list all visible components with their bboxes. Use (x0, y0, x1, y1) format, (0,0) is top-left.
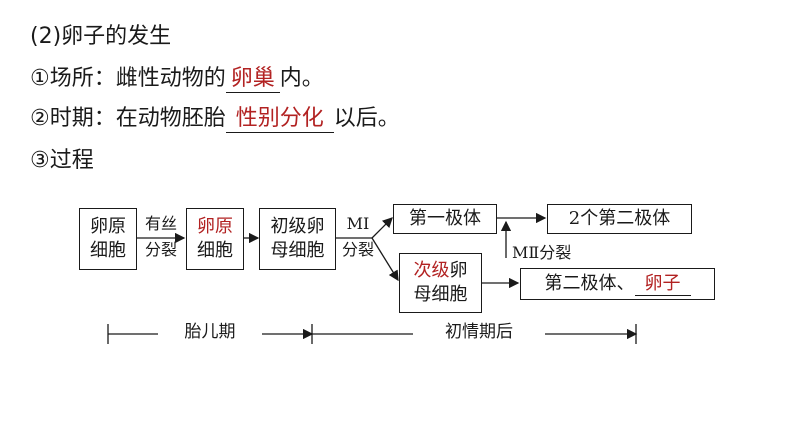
meiosis1-label: MⅠ 分裂 (338, 214, 378, 260)
second-polar-bodies-box: 2个第二极体 (547, 204, 692, 234)
timeline-fetal-label: 胎儿期 (184, 322, 236, 342)
period-prefix: ②时期：在动物胚胎 (30, 106, 226, 131)
ovum-result-answer: 卵子 (634, 273, 691, 296)
arrow-to-secondary (371, 237, 399, 282)
ovum-result-prefix: 第二极体、 (544, 273, 635, 294)
meiosis1-label-1: MⅠ (346, 214, 370, 233)
timeline-after-label: 初情期后 (445, 322, 513, 342)
period-line: ②时期：在动物胚胎性别分化以后。 (30, 104, 400, 134)
secondary-oocyte-rest-2: 母细胞 (413, 284, 468, 305)
oogonium-text-2: 细胞 (90, 240, 126, 261)
oogonium-text-1: 卵原 (90, 216, 126, 237)
secondary-oocyte-rest-1: 卵 (449, 260, 468, 281)
place-suffix: 内。 (279, 66, 324, 91)
section-heading: (2)卵子的发生 (30, 24, 172, 49)
process-title: ③过程 (30, 148, 94, 173)
mitosis-label-2: 分裂 (144, 240, 177, 259)
secondary-oocyte-answer: 次级 (413, 260, 450, 281)
meiosis1-label-2: 分裂 (341, 240, 374, 259)
place-line: ①场所：雌性动物的卵巢内。 (30, 64, 324, 94)
period-suffix: 以后。 (333, 106, 400, 131)
first-polar-body-box: 第一极体 (393, 204, 497, 234)
mitosis-label-1: 有丝 (144, 214, 177, 233)
secondary-oocyte-box: 次级卵 母细胞 (399, 253, 482, 313)
place-prefix: ①场所：雌性动物的 (30, 66, 226, 91)
primary-oocyte-text-1: 初级卵 (270, 216, 325, 237)
oogonium-box: 卵原 细胞 (79, 208, 137, 270)
primary-oocyte-box: 初级卵 母细胞 (259, 208, 336, 270)
arrow-to-first-polar (371, 217, 393, 239)
mitosis-label: 有丝 分裂 (138, 214, 184, 260)
oogonium-answer-text-1: 卵原 (197, 216, 233, 237)
primary-oocyte-text-2: 母细胞 (270, 240, 325, 261)
ovum-result-box: 第二极体、卵子 (520, 268, 715, 300)
place-answer: 卵巢 (225, 66, 280, 93)
secondary-oocyte-line-1: 次级卵 (400, 259, 481, 283)
oogonium-answer-box: 卵原 细胞 (186, 208, 244, 270)
period-answer: 性别分化 (225, 106, 334, 133)
oogonium-answer-text-2: 细胞 (197, 240, 233, 261)
meiosis2-label: MⅡ分裂 (512, 243, 572, 262)
